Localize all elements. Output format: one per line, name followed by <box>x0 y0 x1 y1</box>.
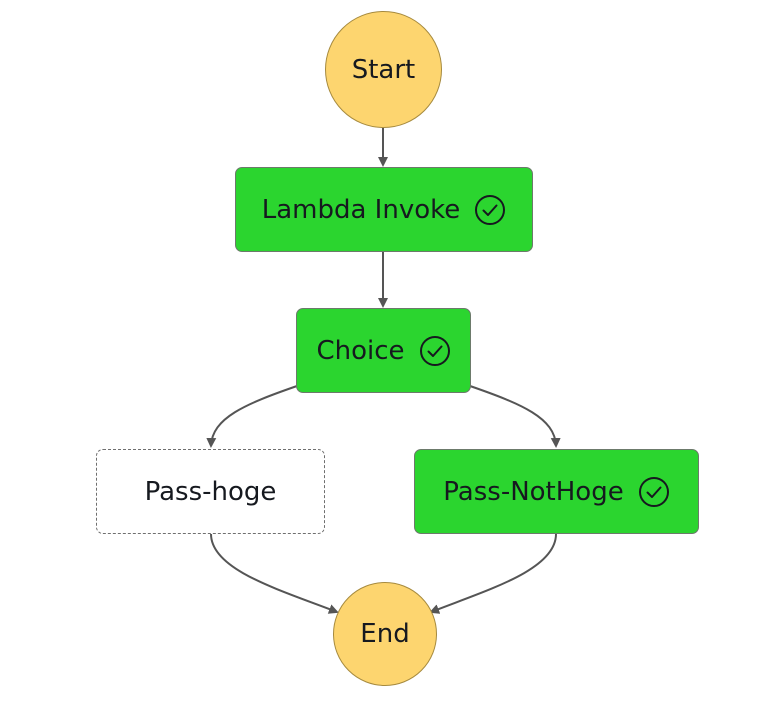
choice-label: Choice <box>316 335 405 366</box>
start-node-label: Start <box>351 54 416 85</box>
choice-state[interactable]: Choice <box>296 308 471 393</box>
edge-pass-nothoge-to-end <box>429 533 557 614</box>
end-node[interactable]: End <box>333 582 437 686</box>
check-circle-icon <box>419 335 451 367</box>
pass-hoge-label: Pass-hoge <box>144 476 277 507</box>
lambda-invoke-label: Lambda Invoke <box>261 194 461 225</box>
pass-hoge-state[interactable]: Pass-hoge <box>96 449 325 534</box>
edge-choice-to-pass-hoge <box>206 385 298 448</box>
check-circle-icon <box>638 476 670 508</box>
check-circle-icon <box>474 194 506 226</box>
edge-pass-hoge-to-end <box>210 533 339 614</box>
edge-choice-to-pass-nothoge <box>469 385 561 448</box>
start-node[interactable]: Start <box>325 11 442 128</box>
pass-nothoge-state[interactable]: Pass-NotHoge <box>414 449 699 534</box>
end-node-label: End <box>360 619 410 649</box>
lambda-invoke-state[interactable]: Lambda Invoke <box>235 167 533 252</box>
pass-nothoge-label: Pass-NotHoge <box>443 476 624 507</box>
